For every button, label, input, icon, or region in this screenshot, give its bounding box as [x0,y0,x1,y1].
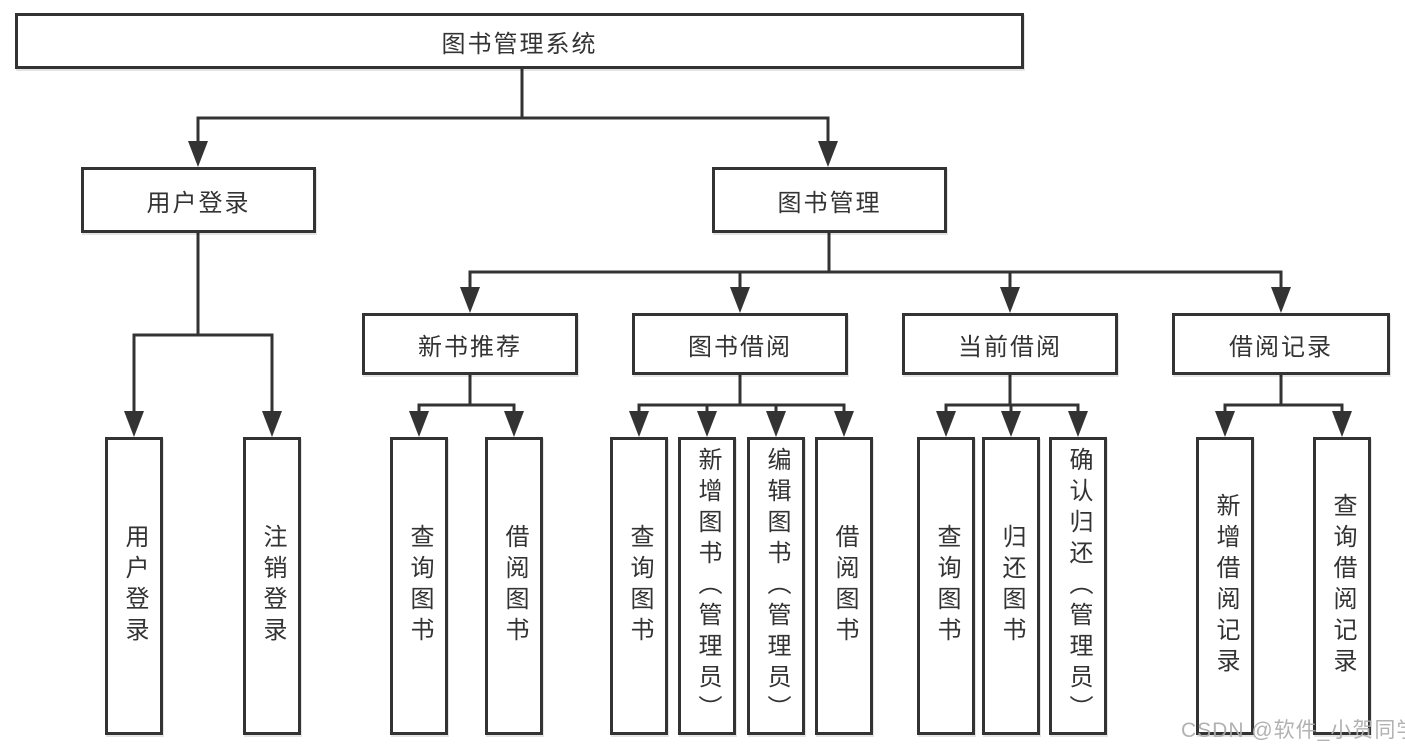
leaf-query-books-recommend: 查询图书 [390,437,448,735]
leaf-user-login: 用户登录 [105,437,163,735]
node-book-borrowing: 图书借阅 [632,313,848,375]
leaf-borrow-books-recommend: 借阅图书 [485,437,543,735]
leaf-query-books-current-label: 查询图书 [933,524,960,648]
leaf-confirm-return-admin: 确认归还（管理员） [1049,437,1107,735]
node-borrowing-records: 借阅记录 [1172,313,1390,375]
node-current-borrowing: 当前借阅 [902,313,1118,375]
leaf-edit-book-admin: 编辑图书（管理员） [747,437,805,735]
leaf-query-books-borrowing: 查询图书 [610,437,668,735]
leaf-add-borrow-record-label: 新增借阅记录 [1212,493,1239,679]
leaf-user-login-label: 用户登录 [121,524,148,648]
leaf-logout-label: 注销登录 [259,524,286,648]
leaf-query-books-recommend-label: 查询图书 [406,524,433,648]
csdn-watermark: CSDN @软件_小贺同学 [1181,719,1405,742]
leaf-query-books-borrowing-label: 查询图书 [626,524,653,648]
node-root-library-management-system: 图书管理系统 [15,13,1024,69]
leaf-query-books-current: 查询图书 [917,437,975,735]
leaf-return-book: 归还图书 [982,437,1040,735]
leaf-add-book-admin-label: 新增图书（管理员） [694,446,721,726]
leaf-query-borrow-record: 查询借阅记录 [1313,437,1371,735]
leaf-edit-book-admin-label: 编辑图书（管理员） [763,446,790,726]
leaf-confirm-return-admin-label: 确认归还（管理员） [1065,446,1092,726]
leaf-borrow-books-recommend-label: 借阅图书 [501,524,528,648]
node-book-management: 图书管理 [712,167,947,233]
leaf-borrow-books-borrowing-label: 借阅图书 [831,524,858,648]
leaf-add-borrow-record: 新增借阅记录 [1196,437,1254,735]
leaf-logout: 注销登录 [243,437,301,735]
leaf-borrow-books-borrowing: 借阅图书 [815,437,873,735]
leaf-return-book-label: 归还图书 [998,524,1025,648]
node-new-book-recommendation: 新书推荐 [362,313,578,375]
leaf-query-borrow-record-label: 查询借阅记录 [1329,493,1356,679]
leaf-add-book-admin: 新增图书（管理员） [678,437,736,735]
node-user-login: 用户登录 [81,167,316,233]
